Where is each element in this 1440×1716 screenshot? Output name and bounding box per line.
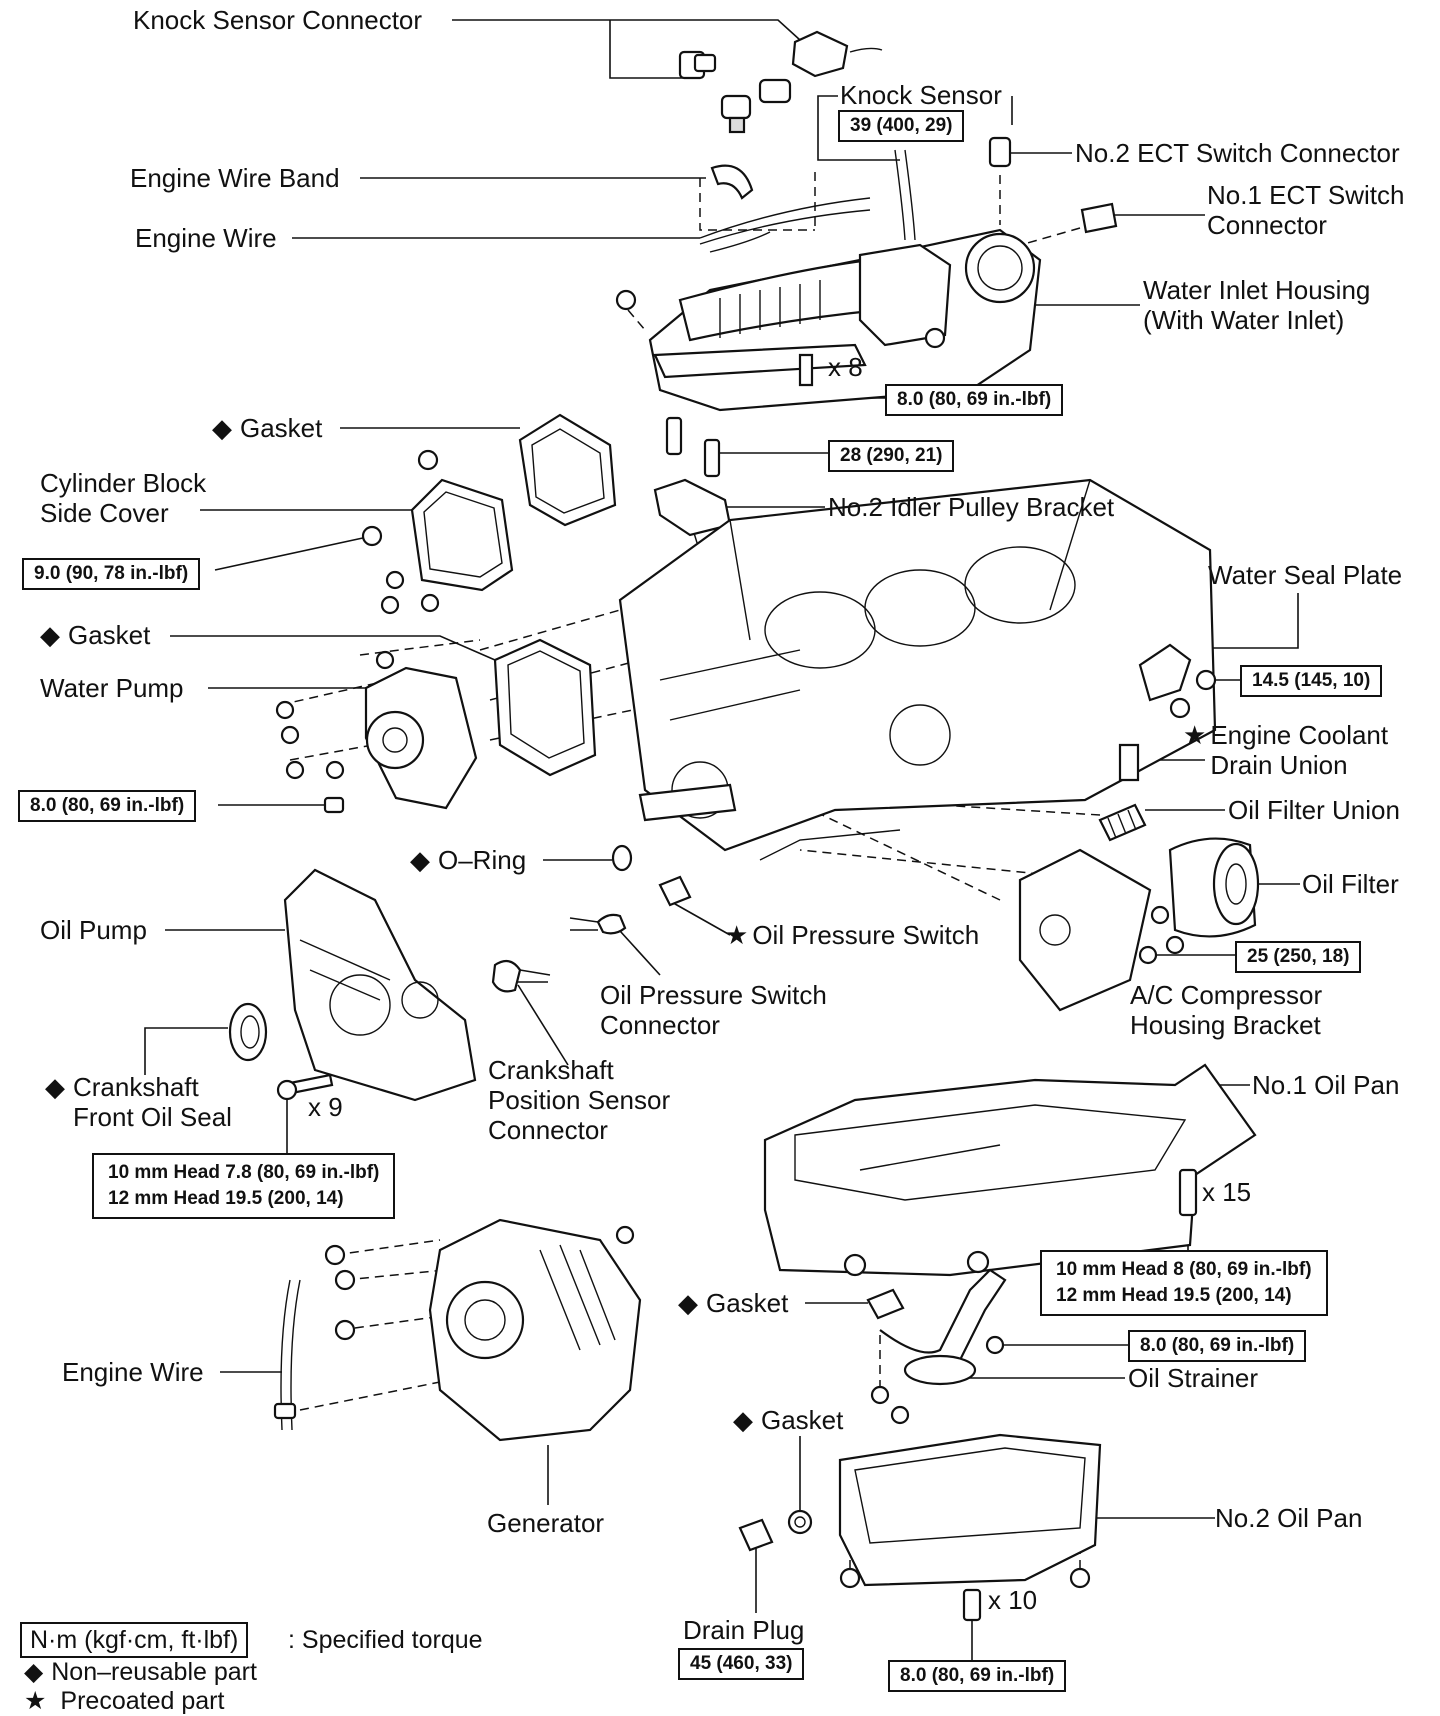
label-engine-wire-bottom: Engine Wire (62, 1357, 204, 1387)
label-no1-oil-pan: No.1 Oil Pan (1252, 1070, 1400, 1100)
legend-precoated: ★ Precoated part (24, 1686, 224, 1716)
torque-oil-pump-line2: 12 mm Head 19.5 (200, 14) (108, 1188, 344, 1209)
diamond-icon: ◆ (212, 413, 232, 443)
legend-non-reusable: ◆Non–reusable part (24, 1657, 257, 1687)
label-generator: Generator (487, 1508, 605, 1538)
torque-no1-oil-pan: 10 mm Head 8 (80, 69 in.-lbf) 12 mm Head … (1040, 1250, 1328, 1316)
label-gasket-1-text: Gasket (240, 413, 323, 443)
torque-no2-oil-pan: 8.0 (80, 69 in.-lbf) (888, 1660, 1067, 1692)
diamond-icon: ◆ (24, 1658, 44, 1686)
diamond-icon: ◆ (733, 1405, 753, 1435)
star-icon: ★ (24, 1687, 47, 1715)
label-gasket-3: ◆ Gasket (678, 1288, 788, 1318)
label-oil-filter-union: Oil Filter Union (1228, 795, 1400, 825)
label-gasket-3-text: Gasket (706, 1288, 789, 1318)
torque-idler-bracket: 28 (290, 21) (828, 440, 955, 472)
torque-oil-pump: 10 mm Head 7.8 (80, 69 in.-lbf) 12 mm Hea… (92, 1153, 396, 1219)
label-water-pump: Water Pump (40, 673, 184, 703)
label-no2-oil-pan: No.2 Oil Pan (1215, 1503, 1363, 1533)
label-no2-idler-pulley-bracket: No.2 Idler Pulley Bracket (828, 492, 1115, 522)
torque-inlet-housing-bolts: 8.0 (80, 69 in.-lbf) (885, 384, 1064, 416)
label-x15: x 15 (1202, 1177, 1252, 1207)
label-engine-wire-band: Engine Wire Band (130, 163, 340, 193)
label-knock-sensor-connector: Knock Sensor Connector (133, 5, 423, 35)
diamond-icon: ◆ (40, 620, 60, 650)
torque-oil-strainer: 8.0 (80, 69 in.-lbf) (1128, 1330, 1307, 1362)
label-gasket-2: ◆ Gasket (40, 620, 150, 650)
label-engine-wire-top: Engine Wire (135, 223, 277, 253)
legend-torque-desc: : Specified torque (288, 1626, 483, 1654)
label-oil-strainer: Oil Strainer (1128, 1363, 1259, 1393)
torque-drain-plug: 45 (460, 33) (678, 1648, 805, 1680)
label-x10: x 10 (988, 1585, 1038, 1615)
label-gasket-4: ◆ Gasket (733, 1405, 843, 1435)
label-oil-pressure-switch-connector: Oil Pressure Switch Connector (600, 980, 827, 1040)
torque-water-pump: 8.0 (80, 69 in.-lbf) (18, 790, 197, 822)
label-crankshaft-position-sensor-connector: Crankshaft Position Sensor Connector (488, 1055, 671, 1145)
label-engine-coolant-drain-union-text: Engine Coolant Drain Union (1210, 720, 1389, 780)
engine-parts (228, 30, 1260, 1622)
torque-oil-pump-line1: 10 mm Head 7.8 (80, 69 in.-lbf) (108, 1162, 380, 1183)
label-no1-ect-switch-connector: No.1 ECT Switch Connector (1207, 180, 1405, 240)
star-icon: ★ (1183, 720, 1207, 750)
torque-no1-oil-pan-line2: 12 mm Head 19.5 (200, 14) (1056, 1285, 1292, 1306)
leader-lines (144, 19, 1300, 1660)
label-oil-filter: Oil Filter (1302, 869, 1399, 899)
label-oil-pressure-switch-text: Oil Pressure Switch (752, 920, 980, 950)
label-gasket-1: ◆ Gasket (212, 413, 322, 443)
label-drain-plug: Drain Plug (683, 1615, 805, 1645)
torque-no1-oil-pan-line1: 10 mm Head 8 (80, 69 in.-lbf) (1056, 1259, 1312, 1280)
label-engine-coolant-drain-union: ★Engine Coolant Drain Union (1183, 720, 1388, 780)
torque-knock-sensor: 39 (400, 29) (838, 110, 965, 142)
legend-torque-unit: N·m (kgf·cm, ft·lbf) (20, 1622, 249, 1658)
label-oil-pressure-switch: ★Oil Pressure Switch (725, 920, 979, 950)
label-gasket-2-text: Gasket (68, 620, 151, 650)
star-icon: ★ (725, 920, 749, 950)
label-water-seal-plate: Water Seal Plate (1208, 560, 1403, 590)
label-oil-pump: Oil Pump (40, 915, 147, 945)
legend-precoated-text: Precoated part (60, 1687, 225, 1715)
label-crankshaft-front-oil-seal: ◆ Crankshaft Front Oil Seal (45, 1072, 232, 1132)
label-ac-compressor-housing-bracket: A/C Compressor Housing Bracket (1130, 980, 1323, 1040)
diamond-icon: ◆ (678, 1288, 698, 1318)
label-o-ring: ◆ O–Ring (410, 845, 526, 875)
label-x8: x 8 (828, 352, 863, 382)
label-cylinder-block-side-cover: Cylinder Block Side Cover (40, 468, 207, 528)
label-no2-ect-switch-connector: No.2 ECT Switch Connector (1075, 138, 1400, 168)
torque-ac-bracket: 25 (250, 18) (1235, 941, 1362, 973)
label-knock-sensor: Knock Sensor (840, 80, 1002, 110)
label-x9: x 9 (308, 1092, 343, 1122)
label-crankshaft-front-oil-seal-text: Crankshaft Front Oil Seal (73, 1072, 232, 1132)
label-gasket-4-text: Gasket (761, 1405, 844, 1435)
diamond-icon: ◆ (410, 845, 430, 875)
legend-non-reusable-text: Non–reusable part (51, 1658, 257, 1686)
torque-water-seal-plate: 14.5 (145, 10) (1240, 665, 1383, 697)
torque-side-cover: 9.0 (90, 78 in.-lbf) (22, 558, 201, 590)
label-water-inlet-housing: Water Inlet Housing (With Water Inlet) (1143, 275, 1371, 335)
diamond-icon: ◆ (45, 1072, 65, 1102)
label-o-ring-text: O–Ring (438, 845, 527, 875)
